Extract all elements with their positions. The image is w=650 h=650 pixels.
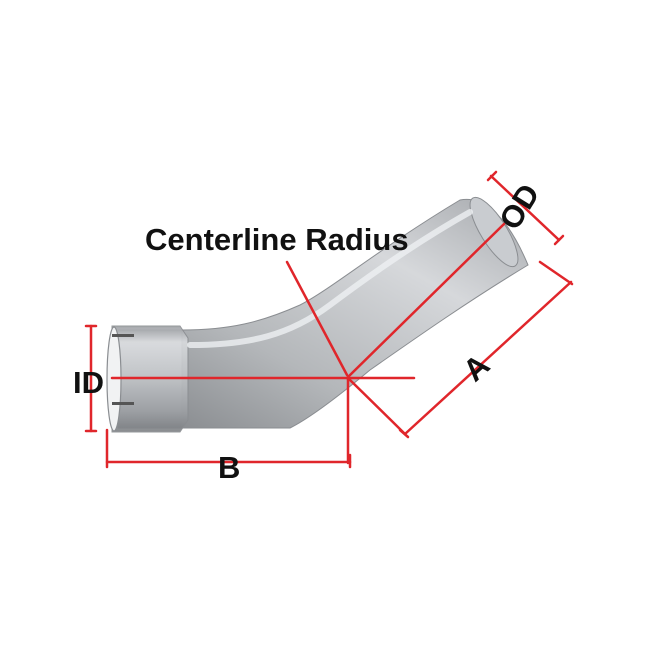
centerline-radius-leader [285,260,349,377]
pipe-right-opening [469,196,519,268]
id-label: ID [73,365,104,400]
pipe-highlight [187,209,473,348]
od-tick-top [486,170,498,182]
a-tick-top [538,260,574,286]
diagonal-centerline [345,222,506,380]
pipe-slot-bottom [112,402,134,405]
od-dimension-line [489,174,561,242]
pipe-body [106,196,529,433]
dimension-lines [84,170,574,469]
a-dimension-line [403,280,573,436]
pipe-slot-top [112,334,134,337]
a-extension [346,376,407,436]
a-tick-bottom [398,428,410,439]
od-tick-bottom [553,234,565,246]
centerline-radius-label: Centerline Radius [145,222,409,257]
b-label: B [218,450,240,485]
